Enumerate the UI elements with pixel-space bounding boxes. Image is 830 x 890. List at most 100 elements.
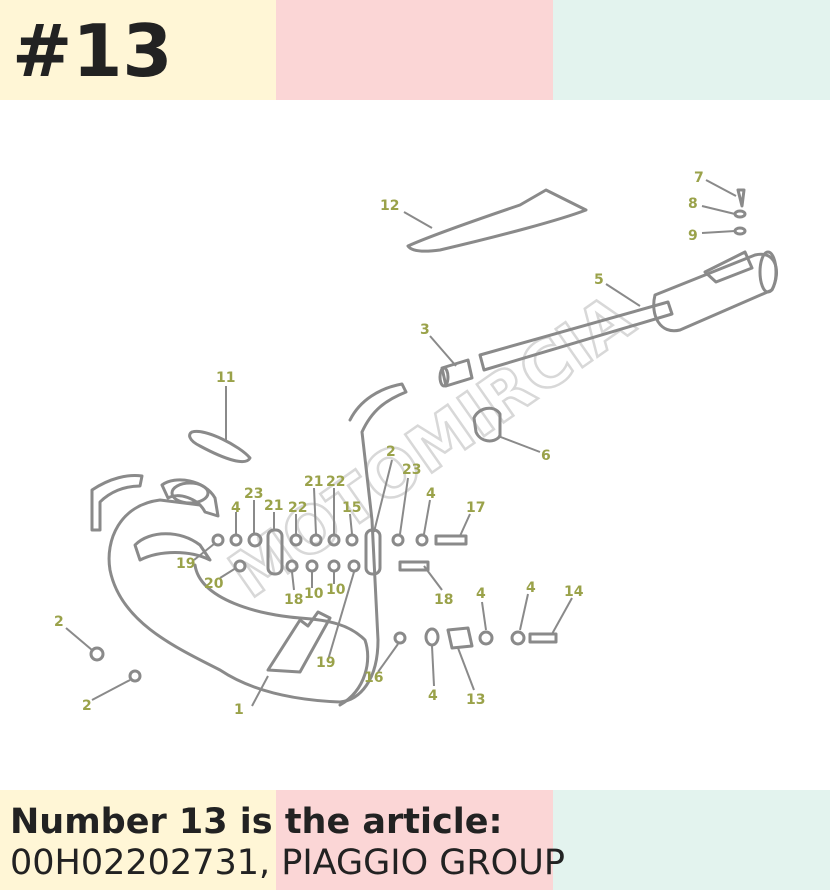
bolt-17 — [398, 560, 430, 572]
leader-18b — [327, 571, 355, 661]
nut-2 — [391, 533, 405, 547]
callout-2c: 2 — [386, 444, 396, 460]
leader-22b — [349, 513, 353, 535]
washer-19b — [233, 559, 247, 573]
callout-18a: 18 — [284, 592, 303, 608]
leader-4e — [519, 593, 529, 631]
callout-4c: 4 — [428, 688, 438, 704]
leader-18a — [291, 571, 295, 591]
washer-9 — [733, 226, 747, 236]
bolt-16 — [434, 534, 468, 546]
plate-23 — [364, 528, 382, 576]
leader-4b — [423, 499, 431, 535]
callout-23a: 23 — [244, 486, 263, 502]
callout-19a: 19 — [176, 556, 195, 572]
manifold-flange — [160, 478, 220, 518]
washer-4c — [424, 627, 440, 647]
leader-6 — [497, 435, 541, 453]
band-pink — [276, 0, 553, 100]
band-yellow — [0, 0, 276, 100]
header-band — [0, 0, 830, 100]
washer-8 — [733, 209, 747, 219]
page-title: #13 — [12, 9, 173, 93]
spacer-13 — [446, 626, 474, 650]
heat-shield — [406, 188, 588, 253]
muffler-link-pipe — [478, 300, 674, 372]
leader-4c — [431, 645, 435, 687]
callout-6: 6 — [541, 448, 551, 464]
leader-9 — [701, 230, 736, 234]
callout-23b: 23 — [402, 462, 421, 478]
washer-4b — [415, 533, 429, 547]
washer-4a — [229, 533, 243, 547]
manifold-pipe-inner — [133, 532, 212, 562]
muffler-end-cap — [758, 250, 778, 294]
callout-2b: 2 — [82, 698, 92, 714]
leader-21a — [313, 487, 317, 535]
bolt-14 — [528, 632, 558, 644]
callout-14: 14 — [564, 584, 584, 600]
callout-16: 17 — [466, 500, 485, 516]
callout-5: 5 — [594, 272, 604, 288]
leader-15 — [377, 643, 399, 673]
callout-4b: 4 — [426, 486, 436, 502]
stud-2b — [128, 669, 142, 683]
caption-article: 00H02202731, PIAGGIO GROUP — [10, 843, 565, 883]
callout-10b: 10 — [326, 582, 346, 598]
leader-19b — [219, 567, 237, 579]
callout-20: 21 — [264, 498, 283, 514]
washer-22b — [345, 533, 359, 547]
caption-heading: Number 13 is the article: — [10, 802, 503, 842]
callout-10a: 10 — [304, 586, 324, 602]
washer-10a — [305, 559, 319, 573]
band-mint-bottom — [553, 790, 830, 890]
manifold-pipe-upper — [107, 382, 408, 704]
callout-4a: 4 — [231, 500, 241, 516]
callout-1: 1 — [234, 702, 244, 718]
washer-4e — [510, 630, 526, 646]
leader-3 — [429, 335, 457, 367]
leader-2a — [65, 627, 93, 651]
washer-4d — [478, 630, 494, 646]
washer-21a — [309, 533, 323, 547]
pipe-sleeve — [440, 358, 474, 388]
callout-21b: 22 — [326, 474, 345, 490]
callout-22a: 22 — [288, 500, 307, 516]
callout-2a: 2 — [54, 614, 64, 630]
muffler-bracket — [703, 250, 754, 284]
callout-22b: 15 — [342, 500, 361, 516]
manifold-pipe-lower — [193, 563, 370, 707]
leader-5 — [605, 283, 641, 307]
leader-1 — [251, 675, 269, 707]
leader-12 — [403, 211, 433, 229]
exploded-parts-diagram: MOTOMIRCIA — [0, 100, 830, 790]
manifold-elbow — [90, 474, 144, 532]
leader-2c — [373, 459, 393, 533]
callout-17: 18 — [434, 592, 453, 608]
washer-21b — [327, 533, 341, 547]
leader-16 — [459, 513, 471, 537]
callout-9: 9 — [688, 228, 698, 244]
callout-18b: 19 — [316, 655, 335, 671]
leader-7 — [705, 179, 737, 197]
caption-band — [0, 790, 830, 890]
callout-12: 12 — [380, 198, 399, 214]
band-pink-bottom — [276, 790, 553, 890]
washer-18b — [347, 559, 361, 573]
callout-13: 13 — [466, 692, 485, 708]
callout-8: 8 — [688, 196, 698, 212]
band-mint — [553, 0, 830, 100]
leader-14 — [551, 597, 573, 635]
manifold-bracket — [266, 610, 332, 674]
diagram-svg: MOTOMIRCIA — [54, 170, 778, 718]
washer-19a — [211, 533, 225, 547]
bolt-15 — [393, 631, 407, 645]
leader-13 — [457, 647, 475, 691]
stud-2a — [89, 646, 105, 662]
callout-7: 7 — [694, 170, 704, 186]
screw-7 — [736, 188, 746, 208]
washer-22a — [289, 533, 303, 547]
callout-4e: 4 — [526, 580, 536, 596]
band-yellow-bottom — [0, 790, 276, 890]
leader-4d — [481, 601, 487, 631]
